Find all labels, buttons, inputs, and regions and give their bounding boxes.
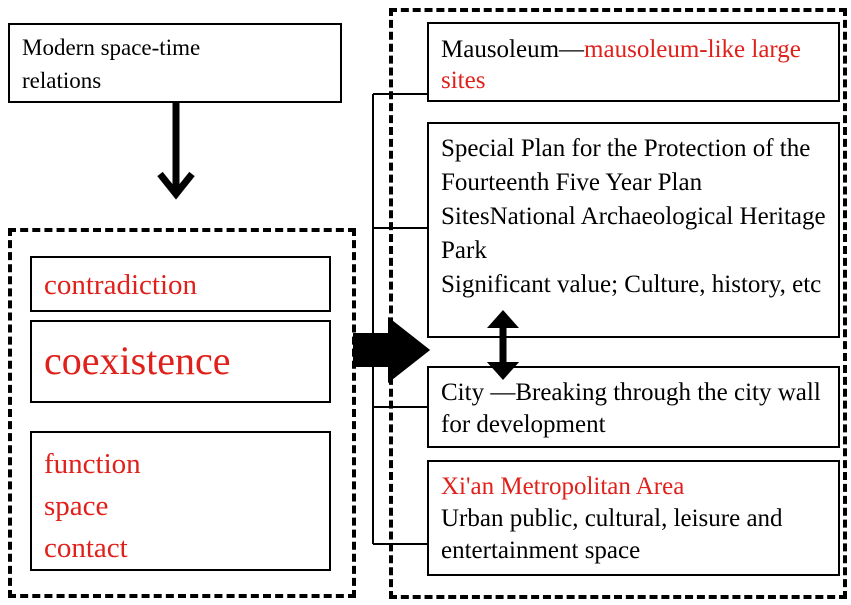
coexistence-box: coexistence	[30, 320, 331, 403]
contradiction-box: contradiction	[30, 256, 331, 312]
city-box: City —Breaking through the city wall for…	[427, 366, 840, 448]
xian-box: Xi'an Metropolitan Area Urban public, cu…	[427, 460, 840, 576]
special-plan-line2: Significant value; Culture, history, etc	[441, 271, 822, 298]
right-dashed-group	[389, 8, 847, 599]
down-arrow-head	[157, 171, 195, 200]
modern-space-time-label: Modern space-time relations	[22, 35, 201, 93]
space-label: space	[44, 490, 109, 522]
modern-space-time-box: Modern space-time relations	[8, 23, 342, 103]
left-dashed-group	[8, 228, 356, 598]
xian-description: Urban public, cultural, leisure and ente…	[441, 505, 783, 564]
mausoleum-highlight: mausoleum-like large sites	[441, 36, 801, 94]
contradiction-label: contradiction	[44, 269, 198, 301]
function-space-contact-box: function space contact	[30, 431, 331, 571]
function-label: function	[44, 448, 141, 480]
mausoleum-prefix: Mausoleum—	[441, 36, 585, 63]
city-label: City —Breaking through the city wall for…	[441, 379, 821, 438]
mausoleum-text: Mausoleum—mausoleum-like large sites	[441, 34, 826, 96]
special-plan-box: Special Plan for the Protection of the F…	[427, 122, 840, 338]
contact-label: contact	[44, 532, 128, 564]
coexistence-label: coexistence	[44, 338, 231, 383]
mausoleum-box: Mausoleum—mausoleum-like large sites	[427, 22, 840, 102]
special-plan-line1: Special Plan for the Protection of the F…	[441, 135, 826, 264]
xian-highlight: Xi'an Metropolitan Area	[441, 473, 685, 500]
